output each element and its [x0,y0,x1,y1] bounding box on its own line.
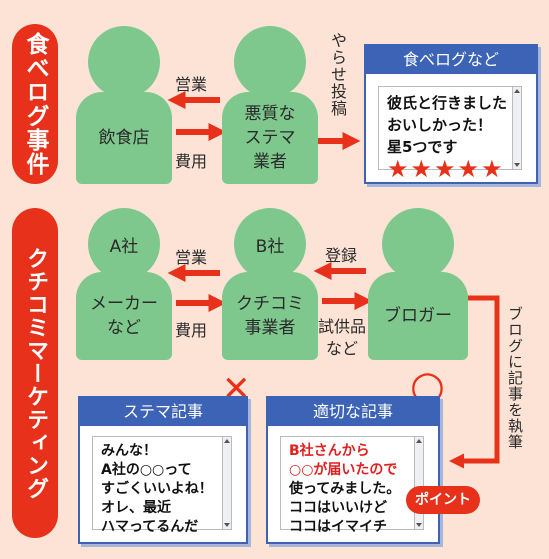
register-label: 登録 [325,246,358,265]
stealth-article-window: ステマ記事 みんな！ A社の○○って すごくいいよね！ オレ、最近 ハマってるん… [78,396,248,544]
window-title: 適切な記事 [268,398,438,426]
proper-article-window: 適切な記事 B社さんから ○○が届いたので 使ってみました。 ココはいいけど コ… [266,396,440,544]
person-agency: 悪質な ステマ 業者 [222,26,318,184]
window-content: B社さんから ○○が届いたので 使ってみました。 ココはいいけど ココはイマイチ [280,436,424,535]
proper-article-text: B社さんから ○○が届いたので 使ってみました。 ココはいいけど ココはイマイチ [281,437,423,542]
point-badge: ポイント [406,486,480,514]
disclosure-line-1: B社さんから [289,443,370,459]
restaurant-label: 飲食店 [76,92,172,184]
window-content: みんな！ A社の○○って すごくいいよね！ オレ、最近 ハマってるんだ [92,436,232,535]
write-article-label: ブログに記事を執筆 [506,306,524,450]
window-title: 食べログなど [366,46,536,74]
sales-label-1: 営業 [175,75,208,94]
fee-label-1: 費用 [175,152,208,171]
tabelog-window: 食べログなど 彼氏と行きました おいしかった！ 星5つです ★★★★★ [364,44,538,184]
section-label-word-of-mouth: クチコミマーケティング [12,208,58,538]
person-maker: A社 メーカー など [76,208,172,360]
person-head [88,26,160,98]
company-head-label: B社 [234,208,306,280]
stealth-article-text: みんな！ A社の○○って すごくいいよね！ オレ、最近 ハマってるんだ [101,443,213,535]
samples-label: 試供品 など [318,317,367,358]
review-line-1: 彼氏と行きました [387,94,508,112]
scrollbar[interactable] [512,87,521,169]
arrow-write-article [449,295,500,469]
five-stars-rating: ★★★★★ [387,155,505,183]
maker-label: メーカー など [76,272,172,360]
person-wom-company: B社 クチコミ 事業者 [222,208,318,360]
scrollbar[interactable] [414,437,423,529]
window-content: 彼氏と行きました おいしかった！ 星5つです ★★★★★ [378,86,522,181]
article-body: 使ってみました。 ココはいいけど ココはイマイチ [289,481,401,535]
blogger-label: ブロガー [368,272,468,360]
person-head [234,26,306,98]
sales-label-2: 営業 [175,248,208,267]
maker-head-label: A社 [88,208,160,280]
agency-label: 悪質な ステマ 業者 [222,92,318,184]
fake-post-label: やらせ投稿 [328,32,347,117]
fee-label-2: 費用 [175,321,208,340]
window-title: ステマ記事 [80,398,246,426]
review-text: 彼氏と行きました おいしかった！ 星5つです ★★★★★ [379,87,521,185]
person-blogger: ブロガー [368,208,468,360]
company-label: クチコミ 事業者 [222,272,318,360]
review-line-3: 星5つです [387,138,458,156]
section-label-tabelog: 食べログ事件 [12,24,58,184]
person-head [382,208,454,280]
scrollbar[interactable] [222,437,231,529]
person-restaurant: 飲食店 [76,26,172,184]
review-line-2: おいしかった！ [387,116,493,134]
disclosure-line-2: ○○が届いたので [289,462,398,478]
